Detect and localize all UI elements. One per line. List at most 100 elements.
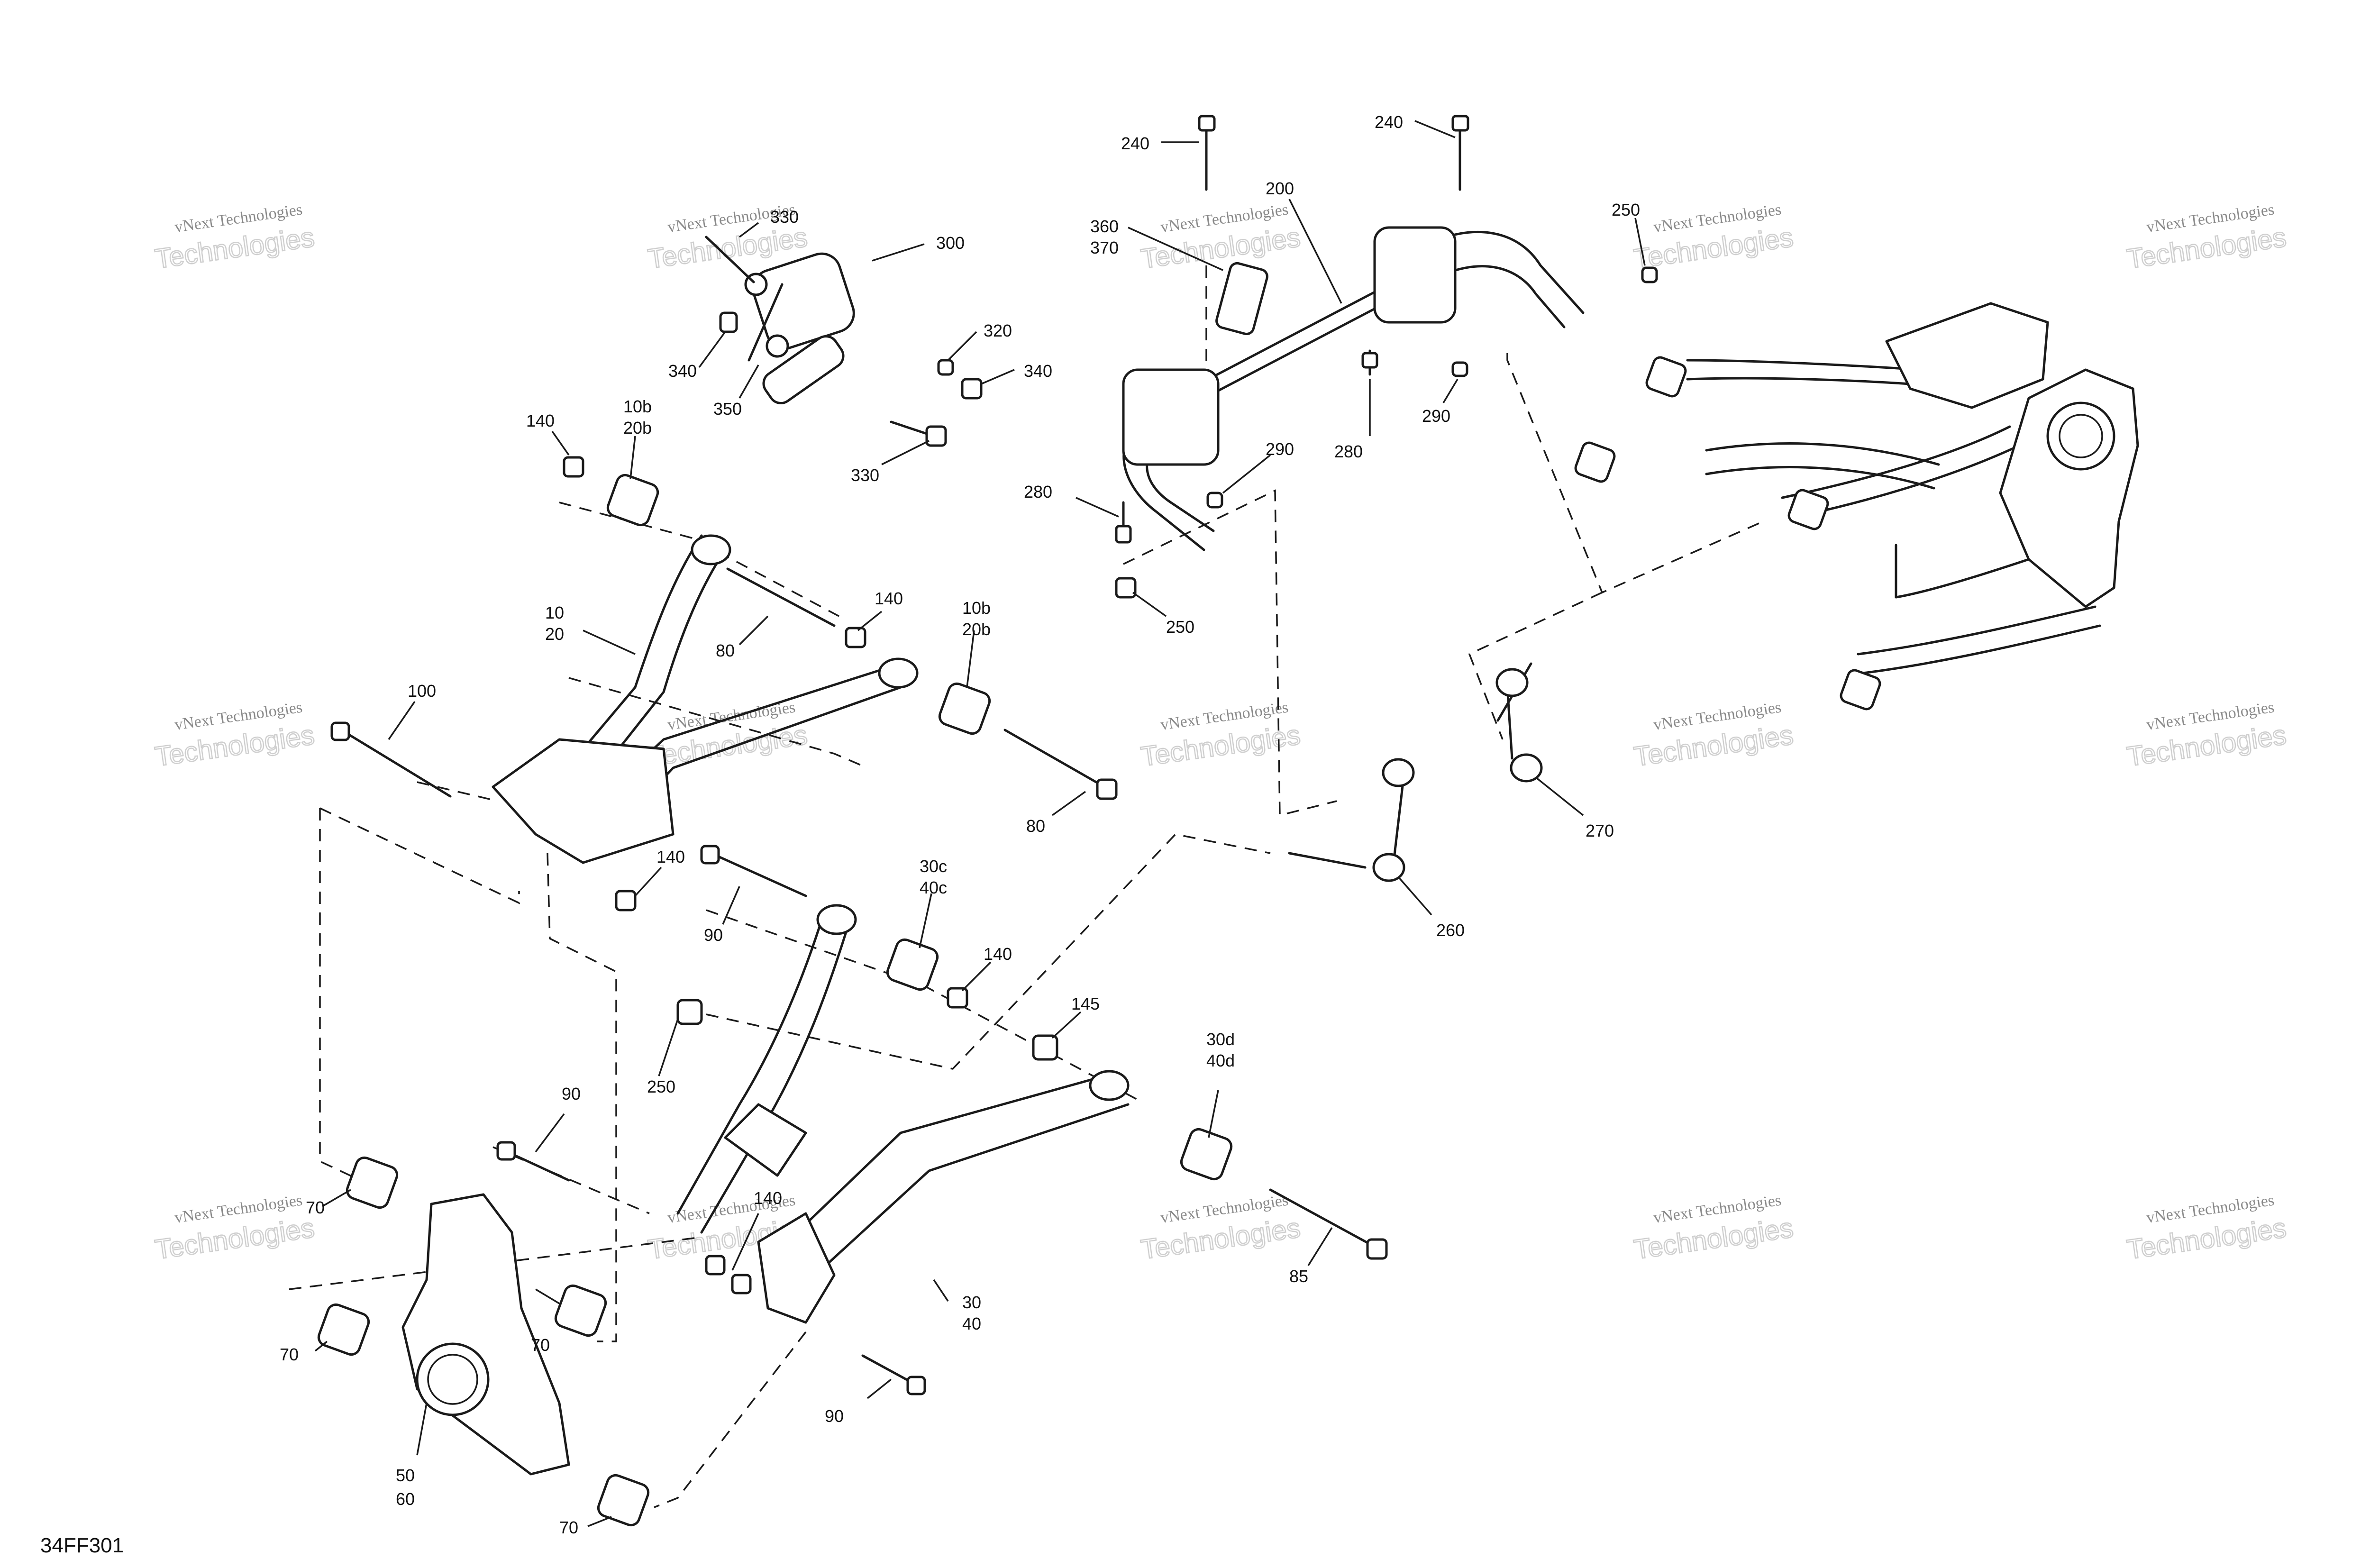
leader-line — [1397, 876, 1432, 916]
callout-label: 240 — [1121, 134, 1149, 153]
leader-line — [583, 629, 636, 655]
bolt-head-280 — [1361, 352, 1378, 369]
stabilizer-link-260 — [1392, 781, 1404, 864]
nut — [961, 378, 983, 400]
leader-line — [322, 1189, 351, 1207]
bushing-10b-20b — [938, 682, 991, 735]
callout-label: 20b — [962, 620, 991, 639]
callout-label: 10 — [545, 603, 564, 622]
assembled-hub-inner — [2059, 414, 2103, 458]
callout-label: 30c — [920, 857, 947, 876]
callout-label: 50 — [396, 1466, 415, 1485]
assembly-line — [1506, 353, 1764, 594]
nut — [719, 311, 738, 333]
leader-line — [731, 1213, 759, 1271]
link-ball-end — [1372, 853, 1405, 882]
callout-label: 100 — [408, 681, 436, 701]
callout-label: 80 — [716, 641, 735, 660]
callout-label: 140 — [526, 411, 555, 430]
assembled-bushing — [1645, 356, 1687, 398]
link-rod — [747, 283, 784, 362]
assembled-upper-arm — [1686, 359, 1921, 385]
bracket-360-370 — [1215, 262, 1268, 336]
leader-line — [1307, 1227, 1333, 1266]
leader-line — [881, 440, 930, 465]
leader-line — [872, 243, 925, 262]
bolt-head-90 — [496, 1141, 516, 1161]
assembled-upper-arm — [1705, 466, 1935, 490]
assembled-lower-arm — [1857, 605, 2097, 656]
leader-line — [1414, 120, 1456, 138]
nut-290 — [1451, 361, 1468, 377]
lower-a-arm-gusset — [724, 1103, 807, 1177]
assembled-bushing — [1787, 489, 1829, 530]
callout-label: 300 — [936, 233, 965, 253]
watermark: vNext Technologies Technologies — [1139, 1191, 1303, 1266]
leader-line — [416, 1403, 428, 1456]
leader-line — [1208, 1090, 1219, 1138]
lower-a-arm-mount — [757, 1212, 836, 1324]
bolt-head-240 — [1451, 115, 1469, 132]
watermark: vNext Technologies Technologies — [153, 1191, 317, 1266]
callout-label: 70 — [559, 1518, 578, 1537]
callout-label: 30 — [962, 1293, 981, 1312]
assembly-line — [559, 501, 839, 617]
watermark: vNext Technologies Technologies — [1139, 201, 1303, 275]
assembled-hub — [2046, 401, 2115, 471]
leader-line — [1076, 497, 1119, 518]
callout-label: 370 — [1090, 238, 1119, 257]
callout-label: 140 — [875, 589, 903, 608]
stabilizer-link-270 — [1506, 686, 1513, 760]
leader-line — [1535, 776, 1584, 816]
upper-a-arm-front — [558, 534, 703, 779]
assembly-line — [417, 781, 498, 802]
leader-line — [1442, 379, 1458, 403]
callout-label: 30d — [1206, 1030, 1235, 1049]
nut-140 — [563, 456, 584, 478]
assembly-line — [319, 807, 520, 904]
callout-label: 320 — [984, 321, 1012, 340]
stabilizer-bar-assembly — [1115, 115, 1658, 599]
callout-label: 90 — [562, 1084, 581, 1103]
callout-label: 250 — [1166, 617, 1194, 637]
drawing-code: 34FF301 — [40, 1534, 124, 1557]
leader-line — [1222, 454, 1271, 494]
a-arm-pivot — [878, 657, 919, 689]
bushing-30c-40c — [886, 938, 939, 991]
link-ball-end — [1382, 758, 1415, 787]
leader-lines — [314, 120, 1646, 1527]
lower-a-arm — [496, 845, 1388, 1395]
knuckle-assembly — [317, 1156, 650, 1527]
leader-line — [1051, 1011, 1082, 1039]
bracket-plate — [762, 335, 845, 404]
callout-label: 70 — [306, 1198, 325, 1217]
bolt-head-80 — [1096, 778, 1118, 800]
a-arm-pivot — [691, 534, 731, 565]
assembled-suspension-view — [1574, 302, 2139, 711]
bolt-head-100 — [330, 721, 350, 741]
nut-140 — [947, 987, 968, 1009]
bolt-100 — [340, 729, 452, 798]
bolt-head-240 — [1198, 115, 1216, 132]
assembly-line — [1123, 489, 1337, 817]
callout-label: 200 — [1266, 179, 1294, 198]
assembly-line — [319, 808, 361, 1181]
lower-a-arm-front — [676, 909, 826, 1215]
leader-line — [966, 630, 975, 688]
watermark: vNext Technologies Technologies — [153, 201, 317, 275]
callout-label: 280 — [1024, 482, 1052, 501]
link-ball-end — [1510, 753, 1543, 783]
bolt-head-85 — [1366, 1238, 1388, 1260]
a-arm-pivot — [1089, 1070, 1130, 1101]
leader-line — [629, 436, 636, 479]
watermark: vNext Technologies Technologies — [1139, 698, 1303, 773]
callout-label: 290 — [1422, 406, 1450, 426]
upper-a-arm-front — [591, 548, 727, 784]
knuckle-bearing-bore-inner — [427, 1354, 478, 1405]
bushing-30d-40d — [1180, 1128, 1233, 1181]
callout-label: 60 — [396, 1489, 415, 1509]
callout-label: 250 — [647, 1077, 675, 1096]
assembled-upper-arm — [1705, 442, 1940, 466]
assembly-line — [654, 1331, 807, 1508]
lower-a-arm-rear — [776, 1075, 1106, 1253]
